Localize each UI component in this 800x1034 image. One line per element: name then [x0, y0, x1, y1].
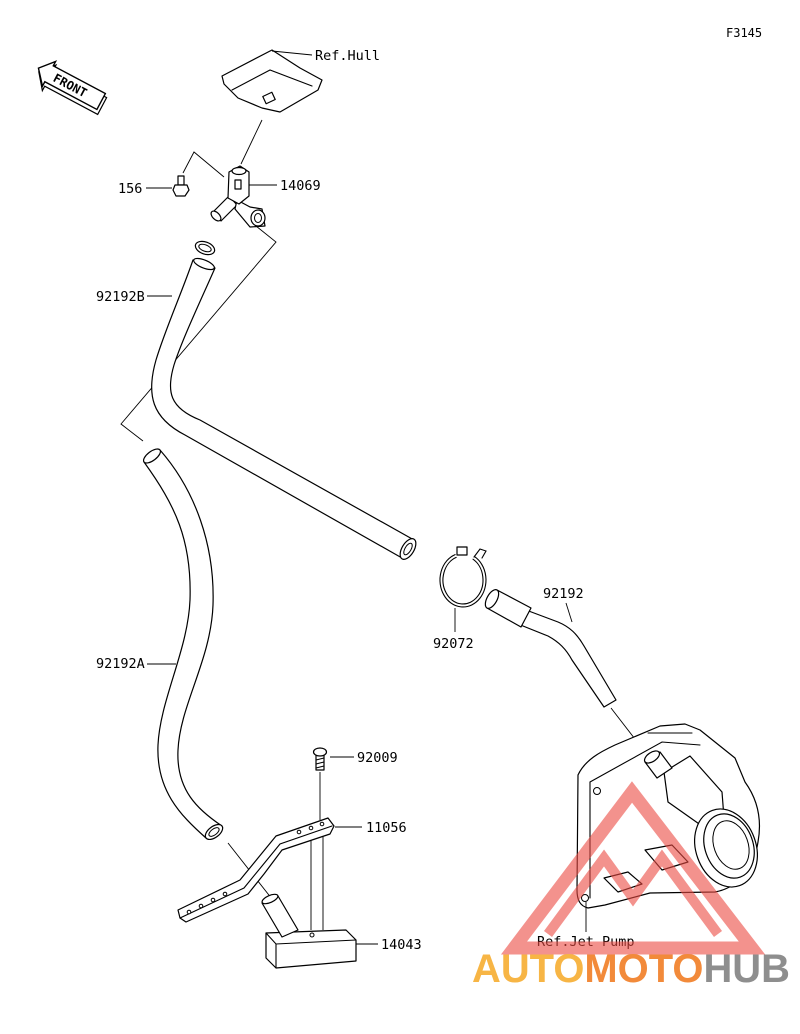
- clamp-92072-outer: [439, 554, 487, 608]
- bolt-156: [172, 175, 190, 197]
- bracket-11056-strap: [177, 817, 335, 923]
- clamp-92072: [439, 546, 487, 608]
- strainer-14043-pipe-end: [261, 893, 279, 905]
- watermark-wordmark: AUTOMOTOHUB: [472, 947, 790, 991]
- hull-bracket-bend-line: [231, 69, 313, 91]
- clamp-92072-end-tab: [473, 548, 487, 559]
- strainer-14043-box: [265, 929, 357, 969]
- bracket-11056-hole: [296, 829, 302, 835]
- watermark-word-moto: MOTO: [584, 947, 703, 991]
- bracket-11056-hole: [319, 821, 325, 827]
- triangle-logo-icon: [500, 781, 766, 955]
- assembly-line-hull-fitting: [240, 119, 263, 165]
- callout-14043: 14043: [381, 937, 422, 953]
- assembly-line-bolt-fitting: [182, 151, 225, 178]
- watermark-word-hub: HUB: [703, 947, 790, 991]
- ring-seal: [194, 240, 216, 256]
- hose-92192a-body: [143, 449, 223, 839]
- jet-pump-bilge-fitting-end: [643, 750, 661, 764]
- hose-92192: [484, 589, 617, 708]
- screw-92009-threads: [315, 757, 325, 769]
- bracket-11056-edge: [179, 825, 333, 919]
- jet-pump-bolt-hole: [581, 894, 589, 902]
- hose-92192a-top-end: [142, 448, 162, 464]
- screw-92009: [312, 747, 328, 771]
- callout-92009: 92009: [357, 750, 398, 766]
- bolt-156-shank: [177, 175, 185, 186]
- hull-bracket-plate: [221, 49, 323, 113]
- hose-92192-end: [484, 589, 500, 609]
- hose-92192b: [151, 257, 417, 560]
- screw-92009-head: [312, 747, 328, 757]
- callout-92192b: 92192B: [96, 289, 145, 305]
- ring-seal-inner: [198, 243, 212, 253]
- logo-triangle-outer: [500, 781, 766, 955]
- bracket-11056-hole: [210, 897, 216, 903]
- jet-pump-bolt-hole: [593, 787, 601, 795]
- clamp-92072-tab: [456, 546, 468, 556]
- bracket-11056: [177, 817, 335, 923]
- bolt-156-head: [172, 184, 190, 197]
- bracket-11056-hole: [222, 891, 228, 897]
- hose-92192a-bore: [208, 827, 220, 837]
- fitting-14069: [210, 165, 266, 228]
- callout-92072: 92072: [433, 636, 474, 652]
- figure-code: F3145: [726, 26, 762, 40]
- callout-11056: 11056: [366, 820, 407, 836]
- jet-pump-flange-edge: [589, 741, 701, 783]
- front-direction-arrow-icon: FRONT: [37, 60, 108, 116]
- callout-156: 156: [118, 181, 142, 197]
- hull-bracket-nut: [262, 91, 276, 105]
- callout-92192: 92192: [543, 586, 584, 602]
- jet-pump-outlet-bore: [712, 820, 750, 870]
- watermark-word-auto: AUTO: [472, 947, 584, 991]
- bracket-11056-hole: [198, 903, 204, 909]
- fitting-14069-slot: [234, 179, 242, 190]
- fitting-14069-top-opening: [231, 166, 247, 176]
- callout-92192a: 92192A: [96, 656, 145, 672]
- leader-line-92192: [565, 602, 573, 623]
- fitting-14069-nozzle-end: [210, 210, 222, 222]
- strainer-14043-mount-hole: [309, 932, 315, 938]
- fitting-14069-elbow-bore: [254, 213, 262, 223]
- leader-line-ref-hull: [271, 50, 313, 56]
- hose-92192b-top-end: [193, 257, 215, 271]
- bracket-11056-hole: [308, 825, 314, 831]
- front-arrow-face: [37, 60, 107, 111]
- clamp-92072-inner: [442, 556, 484, 605]
- hose-92192-body: [517, 609, 617, 708]
- hose-92192b-bore: [403, 542, 413, 556]
- callout-ref-hull: Ref.Hull: [315, 48, 380, 64]
- hose-92192a: [142, 448, 224, 841]
- hull-bracket: [221, 49, 323, 113]
- callout-14069: 14069: [280, 178, 321, 194]
- logo-triangle-inner: [543, 849, 723, 937]
- strainer-14043: [261, 893, 357, 969]
- assembly-line-fitting-hose-a: [120, 225, 277, 442]
- bracket-11056-hole: [186, 909, 192, 915]
- jet-pump: [576, 723, 761, 909]
